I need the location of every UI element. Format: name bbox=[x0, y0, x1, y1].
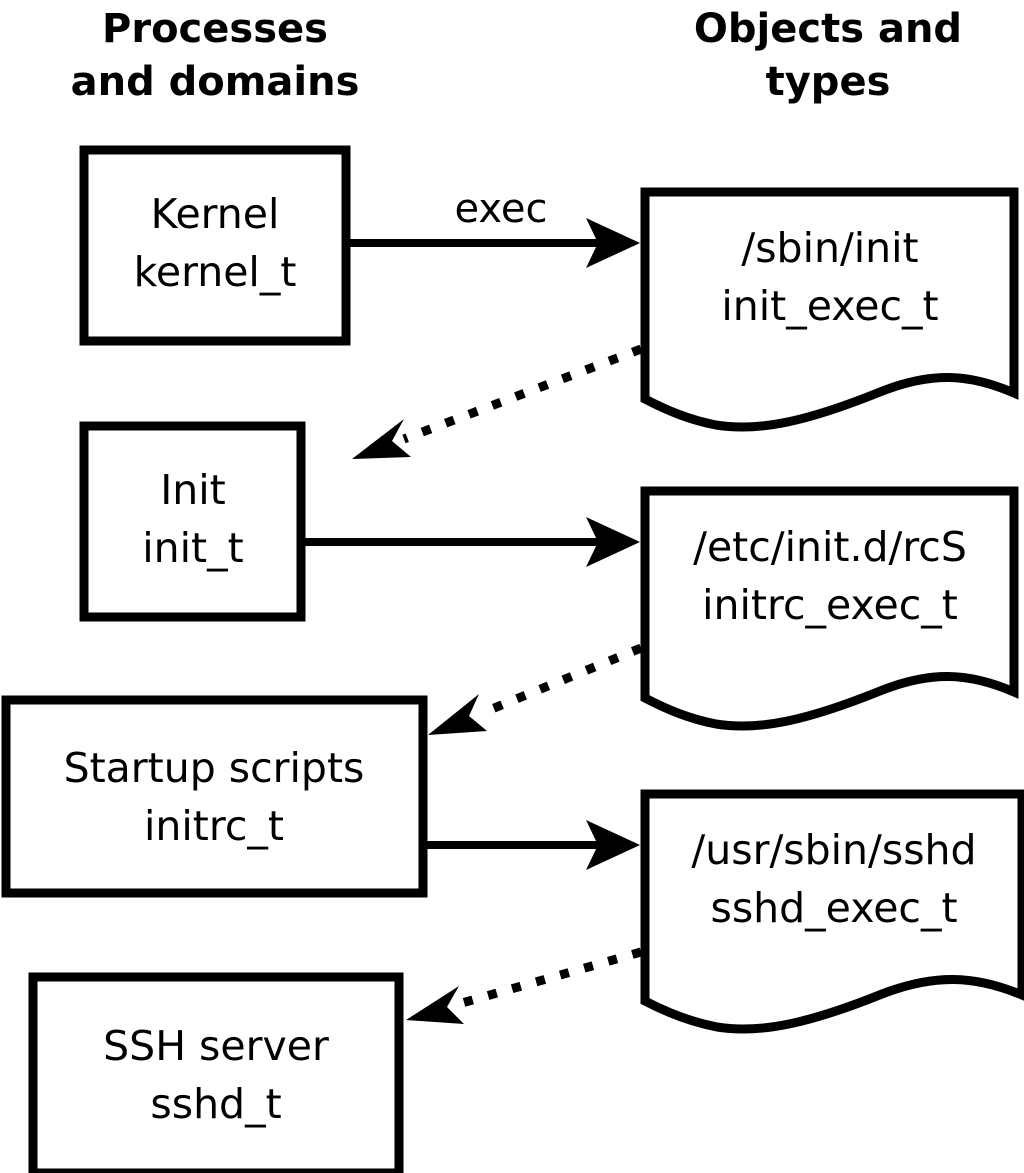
process-name-init: Init bbox=[160, 466, 226, 514]
object-path-sshd_exec: /usr/sbin/sshd bbox=[691, 826, 976, 874]
header-objects-line1: Objects and bbox=[694, 6, 962, 52]
object-doc-sshd_exec[interactable] bbox=[640, 789, 1024, 1034]
arrow-head-init_exec-transition bbox=[352, 419, 411, 459]
column-header-processes: Processes and domains bbox=[71, 6, 360, 105]
process-type-sshd: sshd_t bbox=[150, 1080, 281, 1128]
edge-line-initrc_exec-transition bbox=[480, 643, 643, 718]
process-box-kernel[interactable] bbox=[79, 145, 351, 346]
edge-label-exec: exec bbox=[455, 186, 548, 232]
edge-init_exec-transition-init bbox=[352, 344, 643, 459]
object-node-init_exec[interactable]: /sbin/init init_exec_t bbox=[640, 187, 1019, 432]
object-doc-init_exec[interactable] bbox=[640, 187, 1019, 432]
process-node-kernel[interactable]: Kernel kernel_t bbox=[79, 145, 351, 346]
process-node-init[interactable]: Init init_t bbox=[79, 421, 306, 622]
process-type-kernel: kernel_t bbox=[134, 248, 297, 296]
object-path-init_exec: /sbin/init bbox=[741, 224, 918, 272]
object-type-init_exec: init_exec_t bbox=[721, 282, 938, 330]
object-doc-initrc_exec[interactable] bbox=[640, 486, 1019, 731]
process-name-sshd: SSH server bbox=[103, 1022, 329, 1070]
object-node-initrc_exec[interactable]: /etc/init.d/rcS initrc_exec_t bbox=[640, 486, 1019, 731]
arrow-head-init-exec bbox=[586, 517, 640, 567]
process-name-kernel: Kernel bbox=[151, 190, 280, 238]
edge-initrc_exec-transition-initrc bbox=[428, 643, 643, 735]
process-type-initrc: initrc_t bbox=[144, 802, 284, 850]
edge-kernel-exec-init_exec: exec bbox=[350, 186, 640, 268]
edge-sshd_exec-transition-sshd bbox=[406, 947, 643, 1024]
process-box-initrc[interactable] bbox=[1, 695, 428, 898]
edge-line-sshd_exec-transition bbox=[460, 947, 643, 1008]
arrow-head-initrc_exec-transition bbox=[428, 694, 487, 735]
process-type-init: init_t bbox=[142, 524, 243, 572]
arrow-head-sshd_exec-transition bbox=[406, 986, 464, 1024]
object-type-initrc_exec: initrc_exec_t bbox=[702, 581, 958, 629]
header-processes-line2: and domains bbox=[71, 59, 360, 105]
header-objects-line2: types bbox=[766, 59, 891, 105]
edge-init-exec-initrc_exec bbox=[305, 517, 640, 567]
process-node-initrc[interactable]: Startup scripts initrc_t bbox=[1, 695, 428, 898]
column-header-objects: Objects and types bbox=[694, 6, 962, 105]
process-name-initrc: Startup scripts bbox=[64, 744, 365, 792]
arrow-head-kernel-exec bbox=[586, 218, 640, 268]
object-path-initrc_exec: /etc/init.d/rcS bbox=[693, 523, 967, 571]
process-box-sshd[interactable] bbox=[28, 972, 404, 1173]
edge-line-init_exec-transition bbox=[402, 344, 643, 444]
process-box-init[interactable] bbox=[79, 421, 306, 622]
header-processes-line1: Processes bbox=[102, 6, 328, 52]
arrow-head-initrc-exec bbox=[586, 820, 640, 870]
object-node-sshd_exec[interactable]: /usr/sbin/sshd sshd_exec_t bbox=[640, 789, 1024, 1034]
object-type-sshd_exec: sshd_exec_t bbox=[710, 884, 957, 932]
edge-initrc-exec-sshd_exec bbox=[427, 820, 640, 870]
process-node-sshd[interactable]: SSH server sshd_t bbox=[28, 972, 404, 1173]
